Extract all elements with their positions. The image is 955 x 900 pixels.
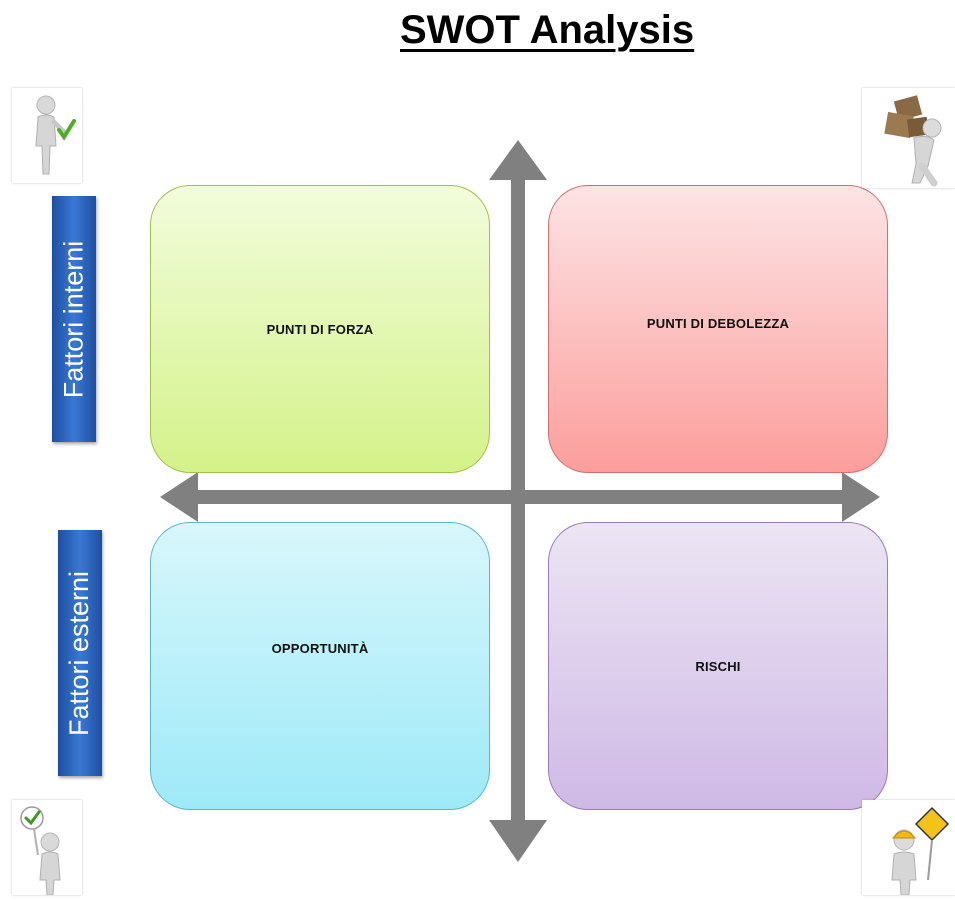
figure-carrying-boxes-icon — [862, 88, 955, 188]
strengths-label: PUNTI DI FORZA — [266, 322, 374, 337]
weaknesses-label: PUNTI DI DEBOLEZZA — [646, 316, 790, 331]
horizontal-axis-shaft — [195, 490, 843, 504]
axis-arrow-down — [489, 820, 547, 862]
weaknesses-box: PUNTI DI DEBOLEZZA — [548, 185, 888, 473]
threats-label: RISCHI — [695, 659, 741, 674]
axis-arrow-left — [160, 472, 198, 522]
threats-box: RISCHI — [548, 522, 888, 810]
page-title: SWOT Analysis — [400, 8, 695, 52]
opportunities-box: OPPORTUNITÀ — [150, 522, 490, 810]
strengths-box: PUNTI DI FORZA — [150, 185, 490, 473]
external-factors-label: Fattori esterni — [64, 570, 95, 736]
internal-factors-label: Fattori interni — [58, 240, 89, 398]
opportunities-label: OPPORTUNITÀ — [271, 641, 369, 656]
figure-check-sign-icon — [12, 800, 82, 896]
internal-factors-label-box: Fattori interni — [52, 196, 96, 442]
external-factors-label-box: Fattori esterni — [58, 530, 102, 776]
axis-arrow-up — [489, 140, 547, 180]
axis-arrow-right — [842, 472, 880, 522]
figure-checkmark-icon — [12, 88, 82, 183]
figure-warning-sign-icon — [862, 800, 955, 896]
